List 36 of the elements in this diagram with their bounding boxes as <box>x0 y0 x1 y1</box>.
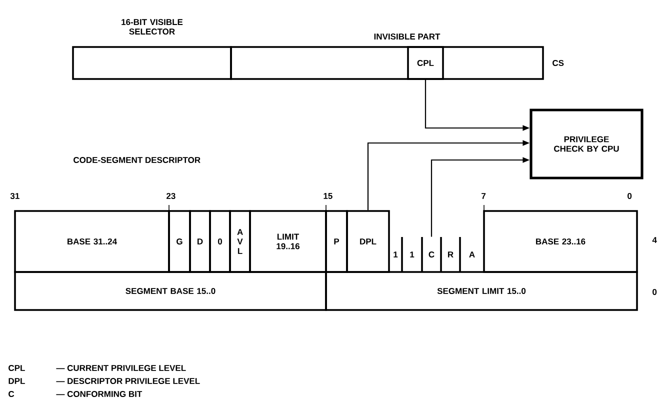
bit-number: 7 <box>482 193 486 199</box>
process-box: PRIVILEGE CHECK BY CPU <box>530 108 644 180</box>
bit-label: C <box>428 252 434 258</box>
node-label: INVISIBLE PART <box>374 34 440 40</box>
field-cell: BASE 23..16 <box>483 210 638 273</box>
field-cell: SEGMENT BASE 15..0 <box>14 271 327 311</box>
bit-label: A <box>469 252 475 258</box>
field-cell: G <box>168 210 191 273</box>
abbreviation: CPL <box>8 365 25 371</box>
field-cell: P <box>325 210 348 273</box>
register-name: CS <box>552 60 564 66</box>
abbreviation-meaning: — CONFORMING BIT <box>56 391 142 397</box>
field-cell: BASE 31..24 <box>14 210 170 273</box>
field-cell: A V L <box>229 210 251 273</box>
field-cell: LIMIT 19..16 <box>249 210 327 273</box>
field-cell: CPL <box>407 46 444 80</box>
field-cell: SEGMENT LIMIT 15..0 <box>325 271 638 311</box>
abbreviation-meaning: — DESCRIPTOR PRIVILEGE LEVEL <box>56 378 200 384</box>
register-field: 16-BIT VISIBLE SELECTOR <box>72 19 232 80</box>
bit-number: 23 <box>166 193 176 199</box>
node-label: 16-BIT VISIBLE SELECTOR <box>122 19 183 35</box>
abbreviation: C <box>8 391 14 397</box>
bit-number: 31 <box>10 193 20 199</box>
bit-number: 15 <box>324 193 332 199</box>
abbreviation-meaning: — CURRENT PRIVILEGE LEVEL <box>56 365 186 371</box>
bit-label: 1 <box>410 252 414 258</box>
field-cell: D <box>189 210 211 273</box>
bit-label: R <box>448 252 454 258</box>
offset-number: 4 <box>652 237 657 243</box>
bit-number: 0 <box>628 193 632 199</box>
bit-label: 1 <box>394 252 398 258</box>
field-cell: 0 <box>209 210 231 273</box>
field-cell: DPL <box>346 210 390 273</box>
abbreviation: DPL <box>8 378 25 384</box>
heading: CODE-SEGMENT DESCRIPTOR <box>74 157 200 163</box>
offset-number: 0 <box>652 289 657 295</box>
